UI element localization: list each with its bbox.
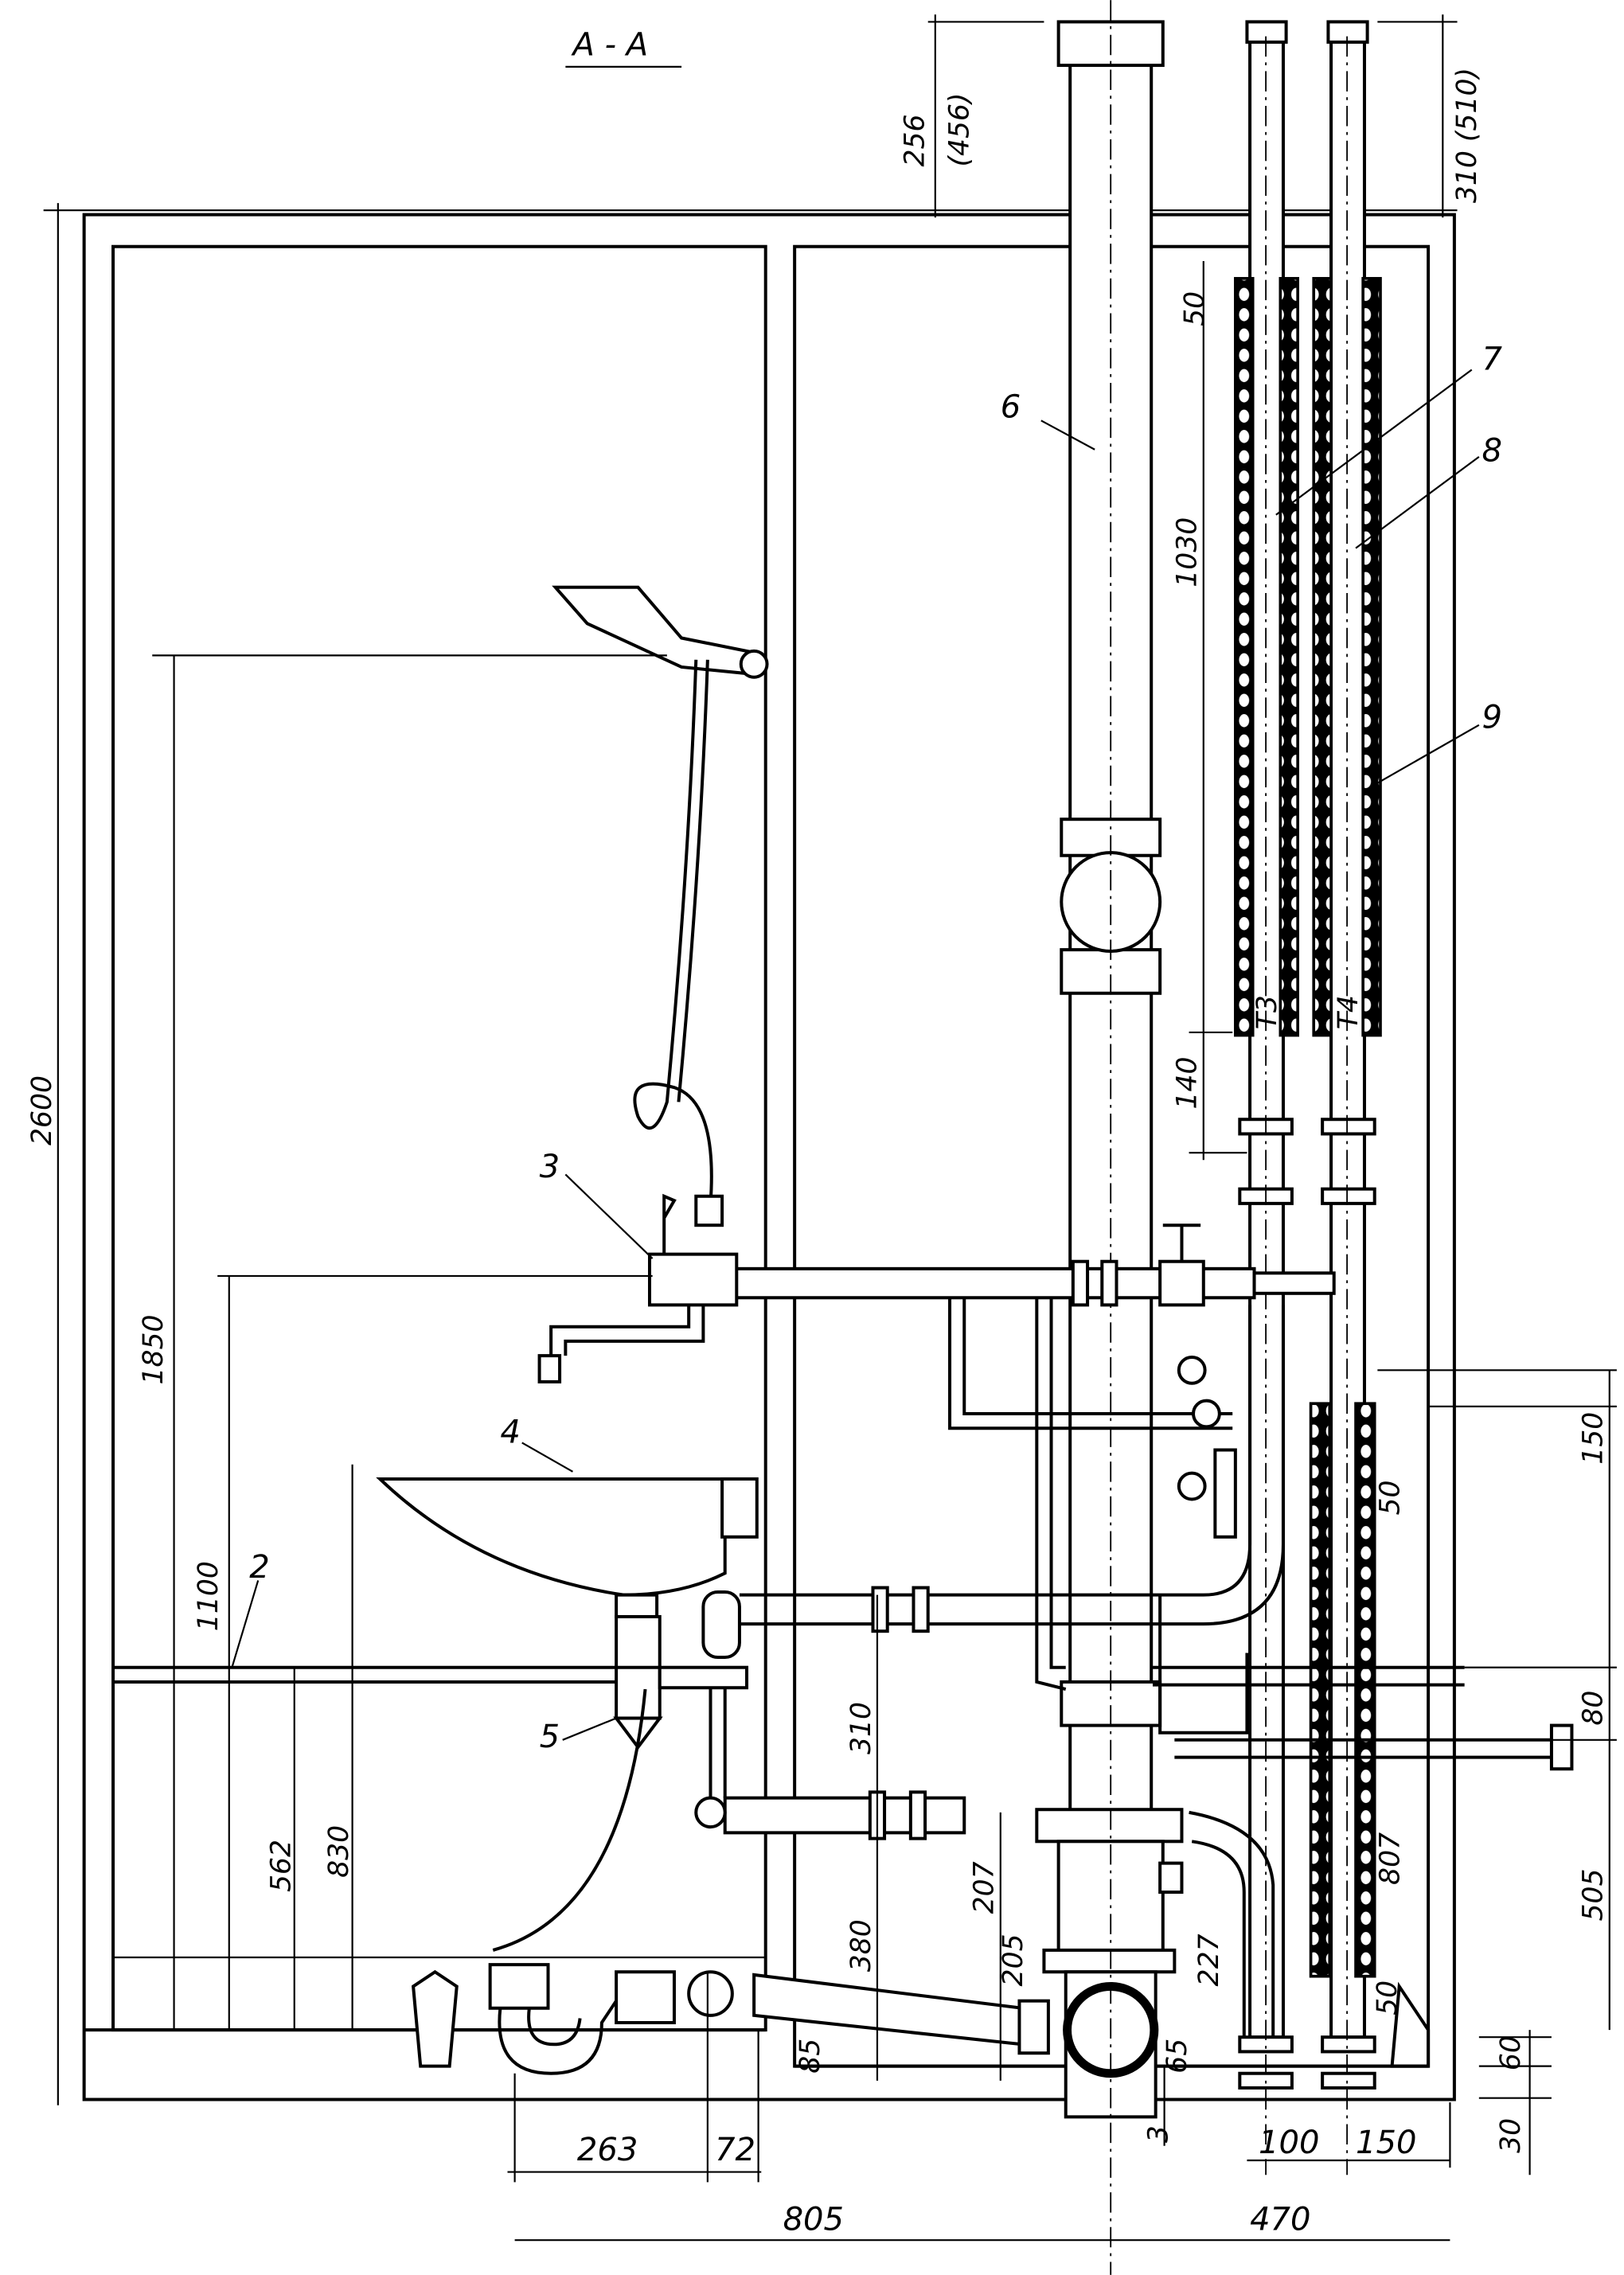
sewer-stack-pipe (1035, 0, 1184, 2275)
dim-227: 227 (1193, 1934, 1225, 1986)
pos-9: 9 (1482, 699, 1503, 736)
pos-2: 2 (249, 1549, 270, 1586)
pos-4: 4 (500, 1414, 521, 1450)
dim-562: 562 (265, 1840, 297, 1892)
pos-5: 5 (540, 1719, 560, 1755)
dim-2600: 2600 (26, 1075, 58, 1145)
shower-mixer (537, 585, 769, 1383)
dim-80: 80 (1578, 1691, 1610, 1726)
dim-807: 807 (1375, 1832, 1407, 1885)
dim-150-right: 150 (1578, 1412, 1610, 1465)
pipe-insulation (1234, 276, 1382, 1978)
washbasin (376, 1477, 759, 1952)
dim-3: 3 (1142, 2125, 1174, 2143)
dim-805: 805 (783, 2201, 844, 2238)
supply-branches (694, 1223, 1574, 1840)
pos-6: 6 (1001, 389, 1021, 426)
dim-263: 263 (577, 2132, 638, 2168)
dim-100: 100 (1259, 2125, 1319, 2161)
dim-456: (456) (944, 93, 976, 167)
dim-470: 470 (1250, 2201, 1310, 2238)
dim-60: 60 (1495, 2035, 1527, 2070)
dim-1850: 1850 (138, 1315, 170, 1385)
dim-50-top: 50 (1179, 291, 1211, 326)
dim-140: 140 (1172, 1056, 1204, 1109)
leader-lines (231, 369, 1480, 1741)
dim-50-bot: 50 (1372, 1980, 1403, 2016)
pipe-mark-t4: Т4 (1333, 995, 1364, 1029)
dim-310-510: 310 (510) (1451, 68, 1483, 203)
dim-72: 72 (715, 2132, 755, 2168)
dim-505: 505 (1578, 1868, 1610, 1921)
dim-310: 310 (845, 1702, 877, 1754)
dim-1030: 1030 (1172, 517, 1204, 587)
dimension-labels: 256 (456) 310 (510) 2600 50 1030 140 185… (26, 68, 1610, 2238)
dim-150-bot: 150 (1356, 2125, 1416, 2161)
dim-205: 205 (997, 1934, 1029, 1986)
dim-830: 830 (323, 1825, 355, 1878)
dim-207: 207 (969, 1861, 1001, 1914)
floor-trap (412, 1810, 1275, 2075)
pos-8: 8 (1482, 432, 1503, 469)
dim-50-mid: 50 (1375, 1480, 1407, 1515)
dim-65: 65 (1161, 2039, 1193, 2074)
dim-380: 380 (845, 1919, 877, 1972)
dim-85: 85 (794, 2039, 826, 2074)
dim-30: 30 (1495, 2118, 1527, 2153)
dim-1100: 1100 (193, 1561, 224, 1631)
pos-7: 7 (1482, 341, 1503, 378)
section-title: А - А (570, 26, 648, 63)
dim-256: 256 (899, 115, 931, 167)
pos-3: 3 (540, 1149, 560, 1185)
dimension-lines (152, 14, 1617, 2242)
pipe-mark-t3: Т3 (1251, 995, 1283, 1029)
